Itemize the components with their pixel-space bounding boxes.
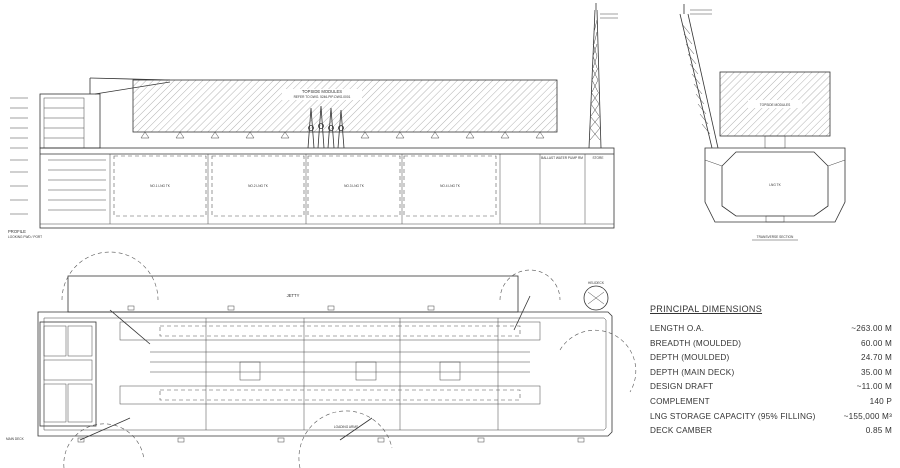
process-modules	[119, 318, 541, 430]
dimension-value: 35.00 M	[861, 367, 892, 377]
dimension-label: LENGTH O.A.	[650, 324, 705, 333]
dimension-row: COMPLEMENT 140 P	[650, 397, 892, 412]
dimension-row: DEPTH (MOULDED) 24.70 M	[650, 353, 892, 368]
tank-compartments	[109, 154, 586, 224]
dimension-label: DESIGN DRAFT	[650, 382, 714, 392]
dimension-row: LENGTH O.A. ~263.00 M	[650, 324, 892, 339]
dimension-label: BREADTH (MOULDED)	[650, 338, 742, 348]
dimension-value: 60.00 M	[861, 338, 892, 348]
elevation-labels	[10, 97, 28, 215]
tank-label-3: NO.3 LNG TK	[344, 184, 365, 188]
topside-modules-block	[132, 79, 558, 133]
hull-profile	[39, 147, 615, 229]
dimension-value: 24.70 M	[861, 353, 892, 363]
tank-label-2: NO.2 LNG TK	[248, 184, 269, 188]
dimensions-title: PRINCIPAL DIMENSIONS	[650, 304, 763, 314]
loading-towers	[307, 105, 345, 149]
plan-view: JETTY	[6, 251, 637, 468]
crane-swing-arcs	[61, 251, 637, 468]
dimension-value: ~263.00 M	[851, 324, 892, 333]
section-view-label: TRANSVERSE SECTION	[757, 235, 794, 239]
loading-arms-label: LOADING ARMS	[334, 425, 358, 429]
dimension-row: BREADTH (MOULDED) 60.00 M	[650, 339, 892, 354]
dimension-row: DESIGN DRAFT ~11.00 M	[650, 382, 892, 397]
store-label: STORE	[593, 156, 604, 160]
topside-label: TOPSIDE MODULES	[302, 89, 342, 94]
module-supports	[140, 131, 545, 139]
dimension-value: ~155,000 M³	[843, 411, 892, 421]
profile-view-label: PROFILE	[8, 229, 26, 234]
aft-machinery-notes	[48, 159, 106, 211]
tank-label-1: NO.1 LNG TK	[150, 184, 171, 188]
mooring-fittings	[77, 305, 585, 443]
ballast-room-label: BALLAST WATER PUMP RM	[541, 156, 583, 160]
dimension-label: LNG STORAGE CAPACITY (95% FILLING)	[650, 411, 816, 421]
dimension-label: DECK CAMBER	[650, 426, 713, 436]
main-deck-label: MAIN DECK	[6, 437, 25, 441]
dimension-row: DECK CAMBER 0.85 M	[650, 426, 892, 441]
principal-dimensions-table: PRINCIPAL DIMENSIONS LENGTH O.A. ~263.00 …	[650, 304, 892, 441]
dimension-label: DEPTH (MAIN DECK)	[650, 367, 735, 377]
transverse-section: TOPSIDE MODULES LNG TK TRANSVERSE SECTIO…	[679, 4, 846, 241]
hull-plan	[37, 311, 613, 437]
dimension-value: ~11.00 M	[856, 382, 892, 392]
dimension-label: COMPLEMENT	[650, 396, 710, 406]
section-tank-label: LNG TK	[769, 183, 781, 187]
jetty-label: JETTY	[287, 293, 300, 298]
section-module-label: TOPSIDE MODULES	[760, 103, 791, 107]
profile-view-sublabel: LOOKING FWD / PORT	[8, 235, 42, 239]
helideck	[583, 285, 609, 311]
dimension-row: DEPTH (MAIN DECK) 35.00 M	[650, 368, 892, 383]
profile-view: TOPSIDE MODULES REFER TO DWG. 5246-PIP-D…	[8, 3, 618, 239]
dimension-value: 140 P	[869, 396, 892, 406]
helideck-label: HELIDECK	[588, 281, 605, 285]
tank-label-4: NO.4 LNG TK	[440, 184, 461, 188]
flare-tower	[588, 3, 618, 149]
dimension-row: LNG STORAGE CAPACITY (95% FILLING) ~155,0…	[650, 412, 892, 427]
accommodation-plan	[39, 321, 97, 427]
topside-ref: REFER TO DWG. 5246-PIP-DWG-0001	[294, 95, 351, 99]
dimension-label: DEPTH (MOULDED)	[650, 353, 730, 363]
dimension-value: 0.85 M	[865, 426, 892, 436]
